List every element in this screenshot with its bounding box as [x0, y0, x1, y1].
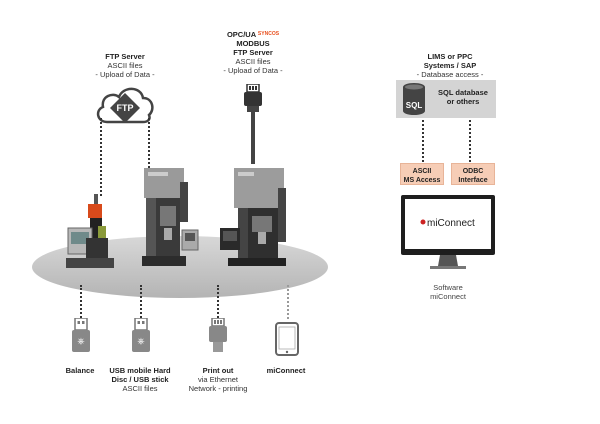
opc-title-line3: FTP Server [233, 48, 273, 57]
sql-label-line1: SQL database [438, 88, 488, 97]
ftp-server-label: FTP Server ASCII files - Upload of Data … [80, 52, 170, 79]
odbc-box-line2: Interface [458, 176, 488, 184]
print-label: Print out via Ethernet Network - printin… [178, 366, 258, 393]
miconnect-title: miConnect [266, 366, 306, 375]
ftp-cloud-icon: FTP [96, 87, 154, 124]
opc-title-line1: OPC/UA SYNCOS [226, 30, 280, 39]
opc-line2: - Upload of Data - [223, 66, 283, 75]
miconnect-connector [287, 285, 289, 319]
sql-ascii-connector [422, 120, 424, 162]
ethernet-plug-icon [244, 84, 262, 164]
usb-connector [140, 285, 142, 321]
monitor-icon [401, 195, 495, 269]
opc-server-label: OPC/UA SYNCOS MODBUS FTP Server ASCII fi… [208, 30, 298, 75]
lims-title-line1: LIMS or PPC [427, 52, 473, 61]
ftp-left-connector [100, 118, 102, 196]
ftp-server-title: FTP Server [105, 52, 145, 61]
small-instrument-image [66, 194, 114, 268]
print-sub1: via Ethernet [197, 375, 239, 384]
svg-text:⎈: ⎈ [137, 336, 144, 347]
monitor-brand: miConnect [427, 218, 475, 229]
ftp-server-line2: - Upload of Data - [95, 70, 155, 79]
ascii-box-line2: MS Access [403, 176, 441, 184]
software-line1: Software [433, 283, 463, 292]
print-connector [217, 285, 219, 321]
sql-icon-text: SQL [406, 101, 423, 110]
tablet-icon [275, 322, 299, 356]
ascii-box-line1: ASCII [412, 168, 432, 175]
lims-line1: - Database access - [416, 70, 484, 79]
print-title: Print out [202, 366, 234, 375]
usb-title-line1: USB mobile Hard [109, 366, 171, 375]
software-label: Software miConnect [405, 283, 491, 301]
balance-label: Balance [55, 366, 105, 375]
mid-instrument-image [142, 168, 199, 266]
large-instrument-image [220, 168, 286, 266]
usb-title-line2: Disc / USB stick [111, 375, 169, 384]
usb-plug-icon: ⎈ [72, 318, 90, 352]
lims-label: LIMS or PPC Systems / SAP - Database acc… [395, 52, 505, 79]
usb-label: USB mobile Hard Disc / USB stick ASCII f… [102, 366, 178, 393]
opc-line1: ASCII files [235, 57, 271, 66]
print-sub2: Network - printing [188, 384, 248, 393]
miconnect-label: miConnect [260, 366, 312, 375]
usb-stick-icon: ⎈ [132, 318, 150, 352]
odbc-interface-box: ODBC Interface [451, 163, 495, 185]
print-ethernet-icon [209, 318, 227, 352]
ftp-cloud-text: FTP [117, 103, 134, 113]
balance-title: Balance [65, 366, 95, 375]
odbc-box-line1: ODBC [462, 168, 484, 175]
ftp-server-line1: ASCII files [107, 61, 143, 70]
sql-label-line2: or others [446, 97, 480, 106]
balance-connector [80, 285, 82, 321]
sql-database-label: SQL database or others [432, 88, 494, 106]
sql-database-icon: SQL [403, 83, 425, 115]
opc-title-line2: MODBUS [236, 39, 270, 48]
syncos-badge: SYNCOS [257, 31, 280, 37]
svg-text:⎈: ⎈ [77, 336, 84, 347]
software-line2: miConnect [430, 292, 466, 301]
ascii-ms-access-box: ASCII MS Access [400, 163, 444, 185]
usb-sub: ASCII files [122, 384, 158, 393]
sql-odbc-connector [469, 120, 471, 162]
ftp-right-connector [148, 118, 150, 168]
lims-title-line2: Systems / SAP [423, 61, 477, 70]
